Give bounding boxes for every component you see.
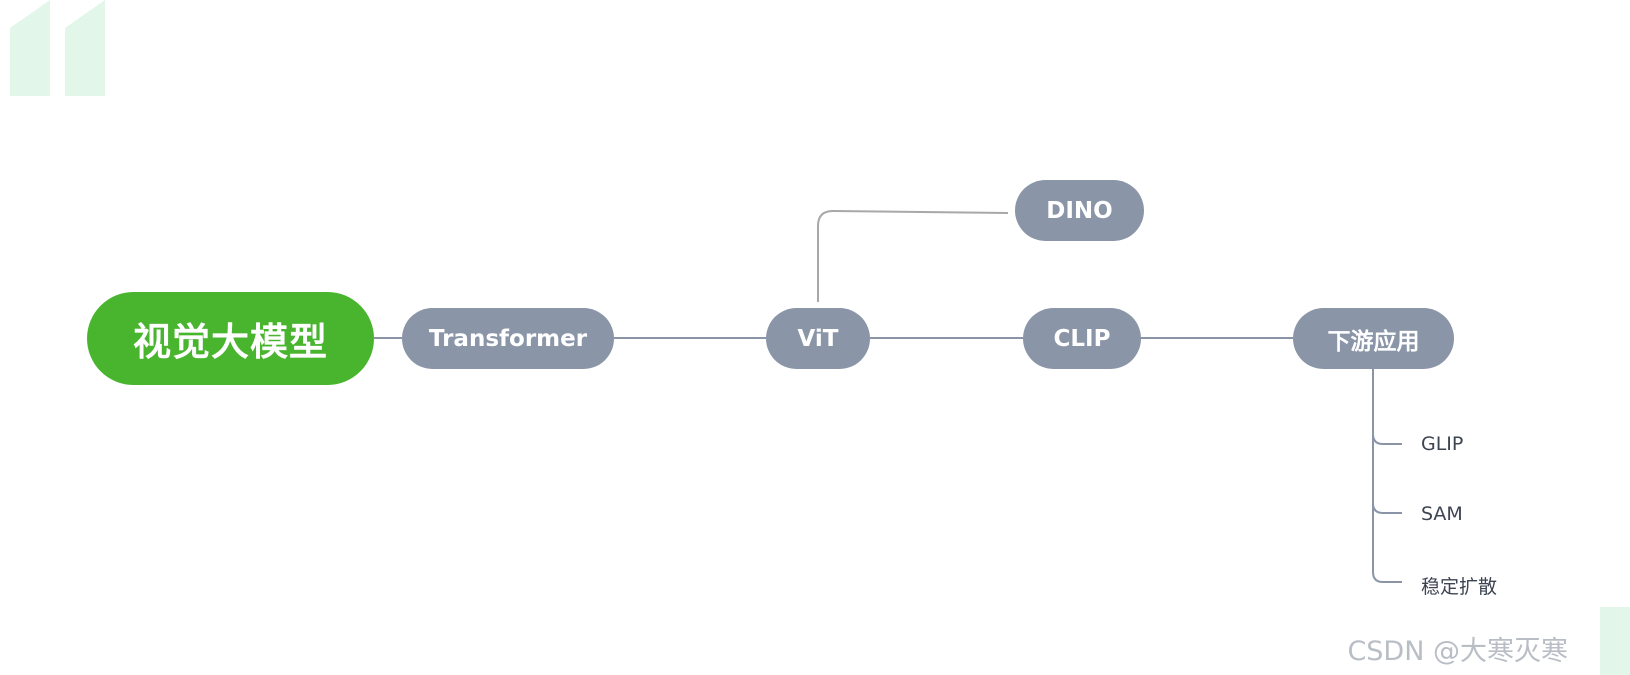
leaf-glip[interactable]: GLIP: [1421, 433, 1464, 455]
node-dino[interactable]: DINO: [1015, 180, 1144, 241]
node-vit[interactable]: ViT: [766, 308, 870, 369]
leaf-sam[interactable]: SAM: [1421, 503, 1463, 525]
corner-decoration: [1600, 607, 1630, 675]
node-clip[interactable]: CLIP: [1023, 308, 1141, 369]
node-transformer[interactable]: Transformer: [402, 308, 614, 369]
connector-downstream-children: [1372, 369, 1402, 583]
watermark: CSDN @大寒灭寒: [1347, 636, 1568, 667]
quote-mark-icon: [10, 0, 105, 96]
root-node[interactable]: 视觉大模型: [87, 292, 374, 385]
leaf-stable-diffusion[interactable]: 稳定扩散: [1421, 576, 1498, 598]
connector-vit-dino: [817, 209, 1009, 302]
node-downstream[interactable]: 下游应用: [1293, 308, 1454, 369]
